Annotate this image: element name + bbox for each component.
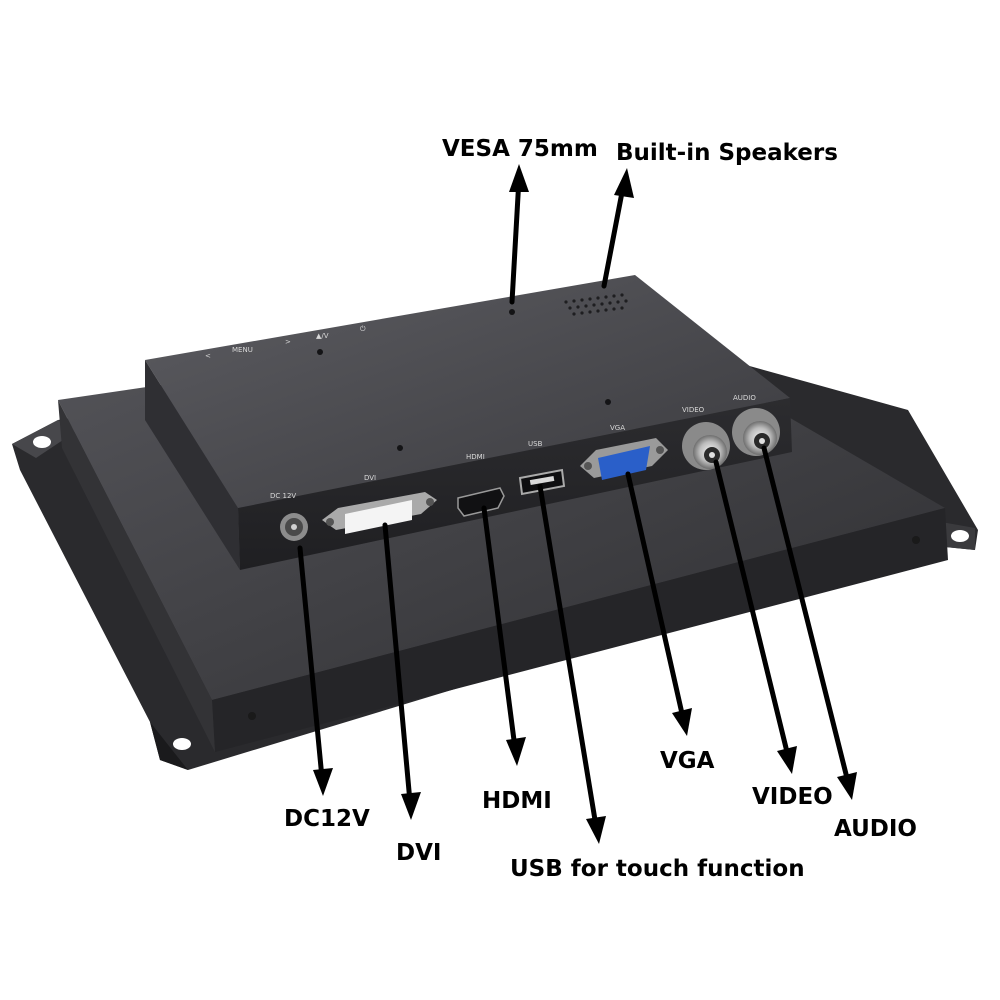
callout-vesa: VESA 75mm — [442, 136, 598, 162]
screw-icon — [248, 712, 256, 720]
arrowhead-vesa — [509, 164, 529, 192]
button-label-volume: ▲/V — [316, 332, 329, 340]
arrow-usb — [537, 483, 599, 829]
arrow-dc12v — [297, 545, 325, 781]
arrowhead-vga — [672, 708, 692, 736]
arrowhead-speakers — [614, 168, 634, 198]
arrowhead-dc12v — [313, 768, 333, 796]
vesa-hole — [397, 445, 403, 451]
vesa-hole — [317, 349, 323, 355]
speaker-grille — [564, 293, 628, 316]
port-label-vga: VGA — [610, 424, 625, 432]
port-label-video: VIDEO — [682, 406, 705, 414]
button-label-menu: MENU — [232, 346, 253, 354]
arrow-vesa — [509, 175, 522, 305]
dc-power-jack — [280, 513, 308, 541]
port-label-dvi: DVI — [364, 474, 376, 482]
flange-hole — [33, 436, 51, 448]
callout-usb: USB for touch function — [510, 856, 805, 882]
callout-vga: VGA — [660, 748, 715, 774]
callout-video: VIDEO — [752, 784, 833, 810]
arrowhead-video — [777, 746, 797, 774]
vesa-hole — [509, 309, 515, 315]
arrow-video — [713, 459, 791, 759]
bnc-video-connector — [682, 422, 730, 470]
callout-audio: AUDIO — [834, 816, 917, 842]
callout-dc12v: DC12V — [284, 806, 370, 832]
usb-port — [518, 468, 566, 496]
arrow-vga — [625, 471, 686, 721]
electronics-box: < MENU > ▲/V ⏻ DC 12V DVI HDMI USB VGA V… — [145, 275, 792, 570]
arrow-speakers — [601, 179, 627, 289]
arrow-dvi — [382, 522, 413, 805]
callout-hdmi: HDMI — [482, 788, 552, 814]
hdmi-port — [457, 487, 505, 517]
button-label-left: < — [205, 352, 211, 360]
arrowhead-audio — [837, 772, 857, 800]
button-label-power: ⏻ — [360, 325, 366, 333]
arrow-audio — [761, 445, 851, 785]
port-label-usb: USB — [528, 440, 543, 448]
arrowhead-hdmi — [506, 737, 526, 766]
port-label-dc: DC 12V — [270, 492, 296, 500]
arrowhead-dvi — [401, 792, 421, 820]
port-label-audio: AUDIO — [733, 394, 756, 402]
vga-port — [580, 438, 668, 480]
screw-icon — [912, 536, 920, 544]
arrowhead-usb — [586, 816, 606, 844]
bnc-audio-connector — [732, 408, 780, 456]
callout-speakers: Built-in Speakers — [616, 140, 838, 166]
arrow-hdmi — [481, 505, 518, 751]
callout-dvi: DVI — [396, 840, 441, 866]
flange-hole — [951, 530, 969, 542]
callout-arrows — [297, 164, 857, 844]
vesa-hole — [605, 399, 611, 405]
button-label-right: > — [285, 338, 291, 346]
port-label-hdmi: HDMI — [466, 453, 485, 461]
flange-hole — [173, 738, 191, 750]
dvi-port — [322, 492, 437, 534]
